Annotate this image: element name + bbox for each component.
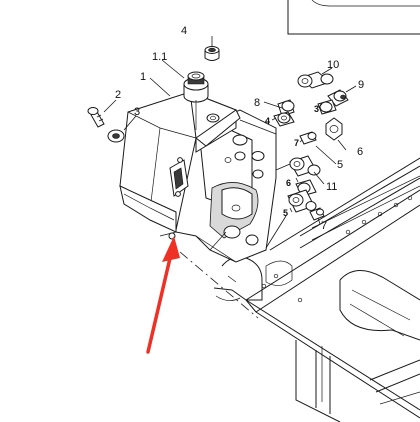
callout-6-right: 6: [357, 146, 363, 158]
fitting-5-low: [287, 189, 317, 213]
callout-11: 11: [326, 181, 337, 193]
filler-breather-cap: [183, 71, 209, 103]
title-block-frame: [287, 0, 420, 35]
callout-9: 9: [358, 79, 364, 91]
washer-3: [107, 129, 125, 143]
callout-8: 8: [254, 97, 260, 109]
hydraulic-tank: [119, 71, 241, 240]
callout-7-mid: 7: [294, 138, 299, 148]
nut-6-right: [325, 117, 343, 141]
leader-lines: [103, 36, 357, 249]
plug-7-mid: [299, 131, 317, 145]
fitting-10: [297, 71, 334, 89]
nut-3-right: [317, 99, 337, 115]
callout-7-low: 7: [321, 220, 327, 232]
callout-3-right: 3: [314, 104, 319, 114]
callout-10: 10: [327, 59, 339, 71]
fitting-11: [289, 155, 321, 177]
callout-1: 1: [140, 71, 146, 83]
callout-4-mid: 4: [265, 116, 270, 126]
callout-4-top: 4: [181, 25, 187, 37]
sight-glass: [169, 157, 189, 197]
callout-5-mid: 5: [337, 159, 343, 171]
cap-4: [204, 46, 220, 61]
plug-7-low: [309, 207, 325, 221]
callout-2: 2: [115, 89, 121, 101]
red-pointer-arrow: [146, 236, 180, 354]
callout-1-1: 1.1: [152, 51, 167, 63]
callout-5-low: 5: [283, 208, 288, 218]
fitting-4-mid: [273, 111, 295, 127]
elbow-8: [277, 99, 295, 117]
centerline: [179, 251, 259, 319]
callout-6-mid: 6: [286, 178, 291, 188]
machine-frame: [213, 157, 420, 422]
callout-3-left: 3: [134, 106, 140, 118]
screw-2: [87, 107, 105, 128]
callouts: 4 1.1 1 2 3 10 9 8 4 3 6 7 5 6 11 5 7: [115, 25, 364, 232]
